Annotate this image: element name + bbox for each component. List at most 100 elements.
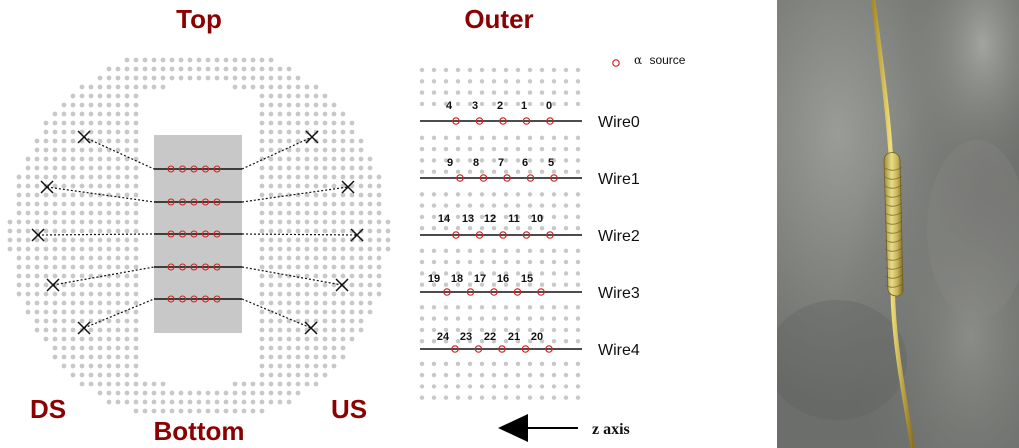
hole-dot bbox=[268, 57, 274, 63]
hole-dot bbox=[124, 210, 130, 216]
wire-row-1: Wire1 9 8 7 6 5 bbox=[420, 157, 640, 188]
hole-dot bbox=[367, 210, 373, 216]
hole-dot bbox=[563, 327, 569, 333]
source-marker bbox=[201, 198, 210, 206]
hole-dot bbox=[419, 158, 425, 163]
hole-dot bbox=[133, 84, 139, 90]
hole-dot bbox=[527, 146, 533, 152]
hole-dot bbox=[349, 264, 355, 270]
hole-dot bbox=[97, 210, 103, 216]
hole-dot bbox=[124, 138, 130, 144]
hole-dot bbox=[479, 214, 485, 220]
hole-dot bbox=[70, 300, 76, 306]
hole-dot bbox=[467, 271, 473, 276]
hole-dot bbox=[115, 201, 121, 207]
hole-dot bbox=[79, 300, 85, 306]
hole-dot bbox=[268, 273, 274, 279]
hole-dot bbox=[419, 79, 425, 84]
hole-dot bbox=[268, 336, 274, 342]
hole-dot bbox=[575, 305, 581, 310]
hole-dot bbox=[52, 138, 58, 144]
hole-dot bbox=[304, 354, 310, 360]
hole-dot bbox=[443, 101, 449, 107]
hole-dot bbox=[268, 291, 274, 297]
hole-dot bbox=[563, 259, 569, 265]
hole-dot bbox=[419, 214, 425, 220]
hole-dot bbox=[34, 237, 40, 243]
hole-dot bbox=[304, 156, 310, 162]
hole-dot bbox=[431, 271, 437, 276]
source-marker bbox=[190, 165, 198, 173]
hole-dot bbox=[313, 174, 319, 180]
hole-dot bbox=[43, 237, 49, 243]
hole-dot bbox=[367, 246, 373, 252]
hole-dot bbox=[331, 102, 337, 108]
hole-dot bbox=[358, 147, 364, 153]
hole-dot bbox=[286, 327, 292, 333]
hole-dot bbox=[295, 246, 301, 252]
hole-dot bbox=[43, 120, 49, 126]
hole-dot bbox=[367, 156, 373, 162]
hole-dot bbox=[232, 84, 238, 90]
hole-dot bbox=[443, 339, 449, 344]
hole-dot bbox=[551, 259, 557, 265]
hole-dot bbox=[232, 408, 238, 414]
cross-section-connectors bbox=[37, 136, 358, 329]
hole-dot bbox=[88, 156, 94, 162]
hole-dot bbox=[313, 372, 319, 378]
hole-dot bbox=[133, 147, 139, 153]
hole-dot bbox=[124, 147, 130, 153]
hole-dot bbox=[539, 214, 545, 220]
hole-dot bbox=[467, 316, 473, 321]
hole-dot bbox=[563, 316, 569, 321]
hole-dot bbox=[25, 228, 31, 234]
hole-dot bbox=[491, 395, 497, 400]
wire-label: Wire1 bbox=[598, 171, 640, 188]
hole-dot bbox=[286, 210, 292, 216]
hole-dot bbox=[467, 384, 473, 389]
hole-dot bbox=[70, 291, 76, 297]
hole-dot bbox=[268, 318, 274, 324]
hole-dot bbox=[70, 120, 76, 126]
hole-dot bbox=[340, 120, 346, 126]
hole-dot bbox=[97, 372, 103, 378]
hole-dot bbox=[286, 111, 292, 117]
hole-dot bbox=[106, 273, 112, 279]
hole-dot bbox=[259, 390, 265, 396]
hole-dot bbox=[214, 399, 220, 405]
hole-dot bbox=[34, 318, 40, 324]
hole-dot bbox=[124, 93, 130, 99]
hole-dot bbox=[503, 372, 509, 378]
hole-dot bbox=[106, 399, 112, 405]
source-marker bbox=[545, 345, 553, 353]
hole-dot bbox=[479, 169, 485, 174]
hole-dot bbox=[97, 291, 103, 297]
hole-dot bbox=[133, 255, 139, 261]
hole-dot bbox=[349, 282, 355, 288]
hole-dot bbox=[455, 79, 461, 84]
hole-dot bbox=[133, 336, 139, 342]
hole-dot bbox=[124, 345, 130, 351]
hole-dot bbox=[443, 214, 449, 220]
hole-dot bbox=[259, 300, 265, 306]
hole-dot bbox=[563, 203, 569, 208]
hole-dot bbox=[16, 237, 22, 243]
hole-dot bbox=[515, 158, 521, 163]
hole-dot bbox=[259, 318, 265, 324]
hole-dot bbox=[551, 79, 557, 84]
hole-dot bbox=[133, 156, 139, 162]
hole-dot bbox=[25, 210, 31, 216]
hole-dot bbox=[268, 354, 274, 360]
hole-dot bbox=[443, 271, 449, 276]
hole-dot bbox=[503, 316, 509, 321]
hole-dot bbox=[286, 273, 292, 279]
hole-dot bbox=[88, 93, 94, 99]
hole-dot bbox=[539, 339, 545, 344]
hole-dot bbox=[295, 174, 301, 180]
hole-dot bbox=[214, 408, 220, 414]
legend-source-marker bbox=[612, 59, 620, 67]
hole-dot bbox=[527, 305, 533, 310]
hole-dot bbox=[34, 327, 40, 333]
source-marker bbox=[503, 174, 511, 182]
hole-dot bbox=[295, 102, 301, 108]
